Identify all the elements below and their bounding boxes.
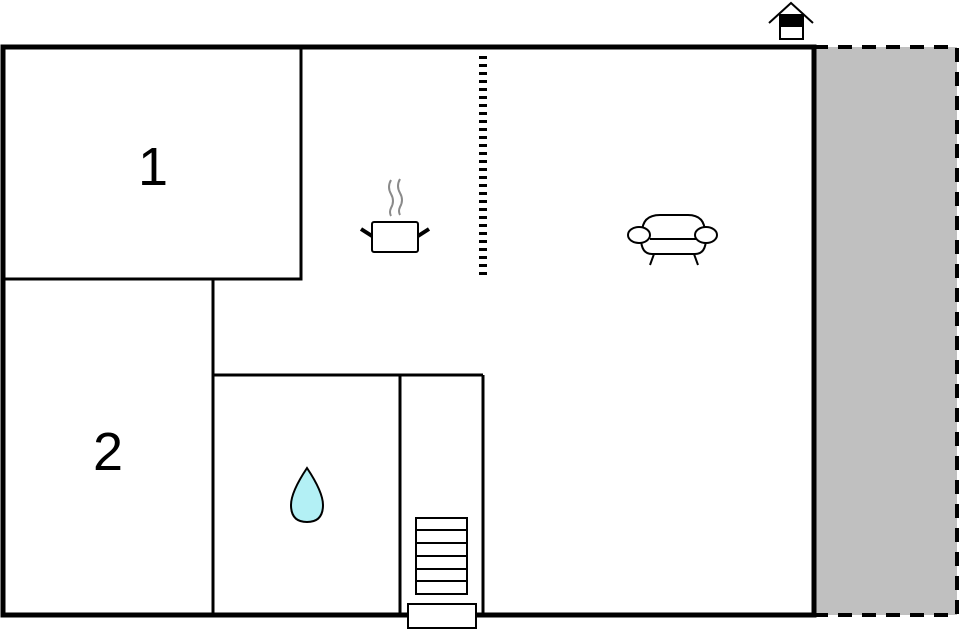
entrance-step	[407, 603, 477, 629]
sofa-icon	[627, 214, 718, 266]
room-2: 2	[93, 279, 215, 615]
room-1: 1	[3, 47, 303, 281]
terrace	[814, 45, 959, 617]
cooking-pot-icon	[359, 178, 431, 253]
house-icon	[768, 1, 814, 40]
stairs-icon	[415, 517, 468, 595]
bathroom-walls	[213, 373, 485, 615]
room-1-label: 1	[138, 137, 168, 197]
outer-walls	[0, 44, 817, 618]
water-drop-icon	[289, 466, 325, 524]
room-2-label: 2	[93, 422, 123, 482]
